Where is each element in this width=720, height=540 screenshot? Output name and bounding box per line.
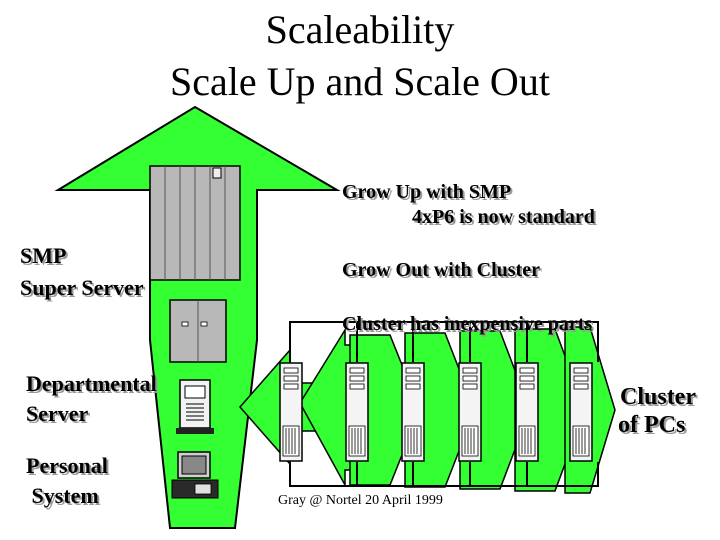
- cluster-pc-6: [569, 362, 593, 462]
- cluster-pc-3: [401, 362, 425, 462]
- personal-label-line-1: Personal: [26, 453, 108, 478]
- departmental-label-line-2: Server: [26, 401, 89, 426]
- cluster-pc-2: [345, 362, 369, 462]
- grow-up-label: Grow Up with SMP: [342, 181, 512, 203]
- smp-label-line-1: SMP: [20, 243, 67, 268]
- title-line-1: Scaleability: [265, 7, 455, 52]
- cluster-pcs-label-line-1: Cluster: [620, 384, 696, 410]
- cluster-parts-label: Cluster has inexpensive parts: [342, 313, 593, 335]
- smp-cabinet-icon: [169, 299, 227, 363]
- cluster-pcs-label-line-2: of PCs: [618, 412, 686, 438]
- cluster-pc-1: [279, 362, 303, 462]
- departmental-label-line-1: Departmental: [26, 371, 157, 396]
- cluster-pc-4: [458, 362, 482, 462]
- personal-system-icon: [171, 451, 219, 499]
- footer-credit: Gray @ Nortel 20 April 1999: [278, 493, 443, 508]
- title-line-2: Scale Up and Scale Out: [170, 59, 550, 104]
- cluster-pc-icons: [279, 362, 593, 462]
- grow-up-sublabel: 4xP6 is now standard: [412, 206, 595, 228]
- cluster-interconnect: [289, 321, 599, 487]
- smp-label-line-2: Super Server: [20, 275, 144, 300]
- smp-super-server-icon: [149, 165, 241, 281]
- cluster-pc-5: [515, 362, 539, 462]
- departmental-server-icon: [176, 379, 214, 434]
- personal-label-line-2: System: [26, 483, 99, 508]
- grow-out-label: Grow Out with Cluster: [342, 259, 540, 281]
